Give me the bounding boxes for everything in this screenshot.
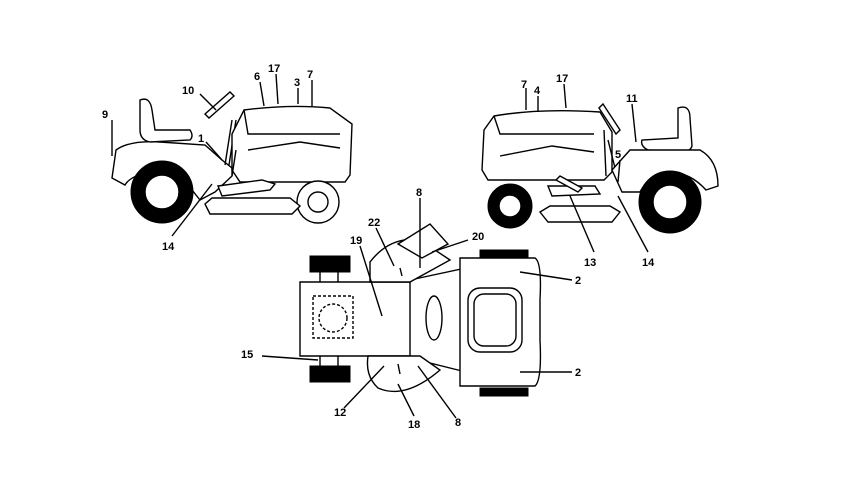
callout-22: 22	[368, 217, 380, 229]
callout-3: 3	[294, 77, 300, 89]
callout-10: 10	[182, 85, 194, 97]
callout-labels: 9 10 6 17 3 7 1 14 7 4 17 11 5 13 14 8 2…	[102, 63, 655, 431]
callout-7: 7	[307, 69, 313, 81]
callout-2: 2	[575, 275, 581, 287]
callout-14: 14	[162, 241, 175, 253]
callout-9: 9	[102, 109, 108, 121]
callout-19: 19	[350, 235, 362, 247]
callout-18: 18	[408, 419, 420, 431]
callout-6: 6	[254, 71, 260, 83]
callout-15: 15	[241, 349, 253, 361]
callout-17: 17	[268, 63, 280, 75]
callout-11: 11	[626, 93, 638, 105]
callout-1: 1	[198, 133, 204, 145]
right-tractor-view	[481, 102, 719, 234]
callout-12: 12	[334, 407, 346, 419]
callout-8: 8	[455, 417, 461, 429]
callout-2: 2	[575, 367, 581, 379]
callout-4: 4	[534, 85, 541, 97]
callout-17: 17	[556, 73, 568, 85]
callout-14: 14	[642, 257, 655, 269]
callout-5: 5	[615, 149, 621, 161]
left-tractor-view	[111, 91, 353, 224]
leader-lines	[111, 73, 649, 419]
top-down-tractor-view	[299, 223, 542, 397]
callout-13: 13	[584, 257, 596, 269]
callout-20: 20	[472, 231, 484, 243]
callout-8: 8	[416, 187, 422, 199]
callout-7: 7	[521, 79, 527, 91]
